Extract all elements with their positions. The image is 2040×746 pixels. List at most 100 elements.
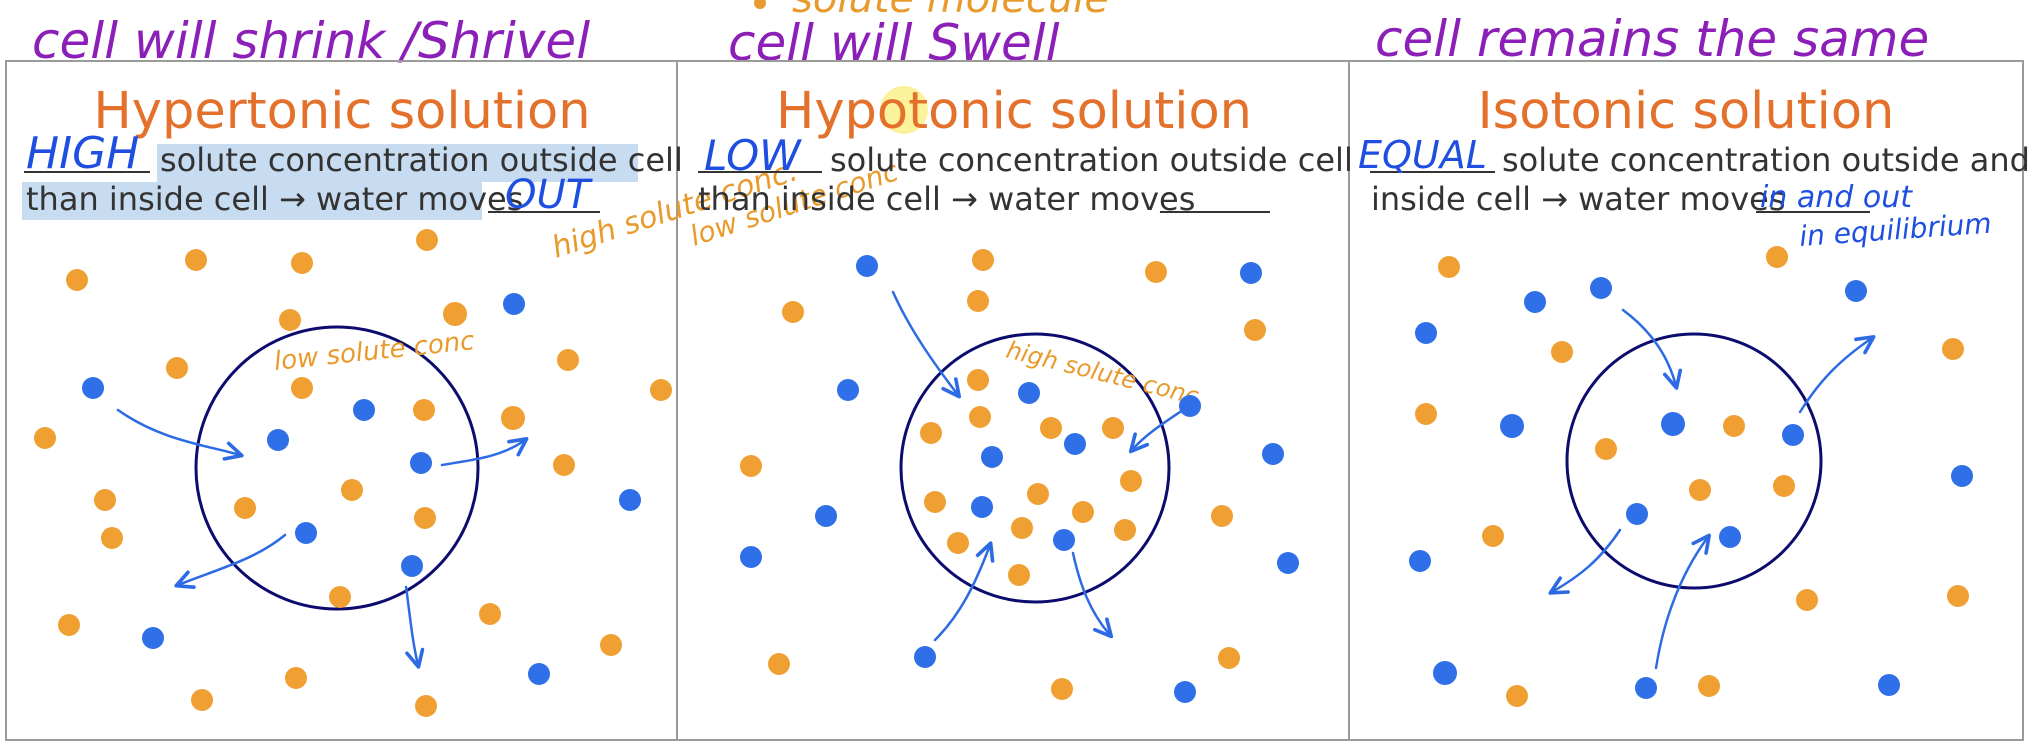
water-molecule-icon — [981, 446, 1003, 468]
arrow-icon — [933, 541, 995, 642]
water-molecules — [1409, 277, 1973, 699]
arrow-icon — [1798, 335, 1876, 414]
water-molecule-icon — [353, 399, 375, 421]
solute-particle-icon — [967, 369, 989, 391]
arrow-icon — [404, 585, 425, 669]
line2-text: than inside cell → water moves — [698, 180, 1195, 218]
panel-title: Isotonic solution — [1478, 82, 1895, 141]
line1-text: solute concentration outside cell — [830, 141, 1353, 179]
water-molecule-icon — [410, 452, 432, 474]
solute-particle-icon — [1551, 341, 1573, 363]
cell-membrane-icon — [899, 332, 1171, 604]
solute-particle-icon — [1595, 438, 1617, 460]
solute-particle-icon — [479, 603, 501, 625]
water-molecule-icon — [740, 546, 762, 568]
solute-particle-icon — [443, 302, 467, 326]
water-flow-arrows — [891, 290, 1182, 642]
annotation-inside: low solute conc — [273, 326, 476, 377]
note-solute-partial: solute molecule — [792, 0, 1109, 22]
arrow-icon — [1071, 551, 1114, 639]
solute-particle-icon — [1773, 475, 1795, 497]
arrow-icon — [1128, 410, 1182, 454]
solute-particle-icon — [291, 377, 313, 399]
solute-particle-icon — [947, 532, 969, 554]
solute-particle-icon — [341, 479, 363, 501]
solute-particle-icon — [185, 249, 207, 271]
solute-particle-icon — [66, 269, 88, 291]
water-molecule-icon — [1433, 661, 1457, 685]
highlight-line1 — [157, 144, 638, 182]
panel-hypotonic: Hypotonic solution LOW solute concentrat… — [698, 82, 1353, 703]
cell-membrane-icon — [1565, 332, 1823, 590]
panel-isotonic: Isotonic solution EQUAL solute concentra… — [1358, 82, 2030, 707]
line2-text: inside cell → water moves — [1371, 180, 1786, 218]
solute-particle-icon — [1244, 319, 1266, 341]
solute-particles — [740, 249, 1266, 700]
solute-particle-icon — [58, 614, 80, 636]
water-molecule-icon — [1845, 280, 1867, 302]
arrow-icon — [1548, 528, 1622, 595]
solute-particle-icon — [1218, 647, 1240, 669]
water-molecules — [740, 255, 1299, 703]
solute-particle-icon — [191, 689, 213, 711]
solute-particle-icon — [1698, 675, 1720, 697]
solute-particle-icon — [501, 406, 525, 430]
water-molecule-icon — [1500, 414, 1524, 438]
water-molecule-icon — [1409, 550, 1431, 572]
water-molecule-icon — [1277, 552, 1299, 574]
water-molecule-icon — [914, 646, 936, 668]
solute-particle-icon — [972, 249, 994, 271]
line1-text: solute concentration outside cell — [160, 141, 683, 179]
water-molecule-icon — [837, 379, 859, 401]
water-molecule-icon — [1179, 395, 1201, 417]
solute-particle-icon — [34, 427, 56, 449]
water-molecule-icon — [1951, 465, 1973, 487]
solute-particle-icon — [1689, 479, 1711, 501]
panel-title: Hypotonic solution — [776, 82, 1252, 141]
water-molecule-icon — [503, 293, 525, 315]
cell-membrane-icon — [194, 325, 480, 611]
water-molecule-icon — [1524, 291, 1546, 313]
water-molecule-icon — [295, 522, 317, 544]
solute-particle-icon — [414, 507, 436, 529]
arrow-icon — [174, 533, 287, 589]
solute-particle-icon — [1766, 246, 1788, 268]
solute-particle-icon — [650, 379, 672, 401]
water-flow-arrows — [116, 408, 529, 669]
water-molecule-icon — [1053, 529, 1075, 551]
water-molecule-icon — [1240, 262, 1262, 284]
solute-particle-icon — [782, 301, 804, 323]
solute-particle-icon — [291, 252, 313, 274]
fill-high: HIGH — [26, 128, 139, 179]
note-same: cell remains the same — [1375, 10, 1929, 68]
water-molecule-icon — [1878, 674, 1900, 696]
arrow-icon — [1621, 308, 1683, 390]
arrow-icon — [440, 437, 529, 467]
solute-particle-icon — [924, 491, 946, 513]
water-molecule-icon — [82, 377, 104, 399]
solute-particle-icon — [1102, 417, 1124, 439]
water-molecule-icon — [815, 505, 837, 527]
solute-particle-icon — [1506, 685, 1528, 707]
solute-particle-icon — [416, 229, 438, 251]
solute-particle-icon — [1942, 338, 1964, 360]
water-flow-arrows — [1548, 308, 1876, 670]
solute-particle-icon — [1796, 589, 1818, 611]
solute-particles — [34, 229, 672, 717]
water-molecule-icon — [1415, 322, 1437, 344]
solute-particle-icon — [1008, 564, 1030, 586]
solute-particle-icon — [740, 455, 762, 477]
water-molecule-icon — [1018, 382, 1040, 404]
solute-particles — [1415, 246, 1969, 707]
solute-particle-icon — [969, 406, 991, 428]
note-swell: cell will Swell — [728, 14, 1060, 72]
solute-particle-icon — [166, 357, 188, 379]
water-molecule-icon — [1174, 681, 1196, 703]
solute-particle-icon — [1114, 519, 1136, 541]
water-molecule-icon — [267, 429, 289, 451]
solute-particle-icon — [600, 634, 622, 656]
solute-particle-icon — [1415, 403, 1437, 425]
solute-particle-icon — [1438, 256, 1460, 278]
water-molecule-icon — [1635, 677, 1657, 699]
